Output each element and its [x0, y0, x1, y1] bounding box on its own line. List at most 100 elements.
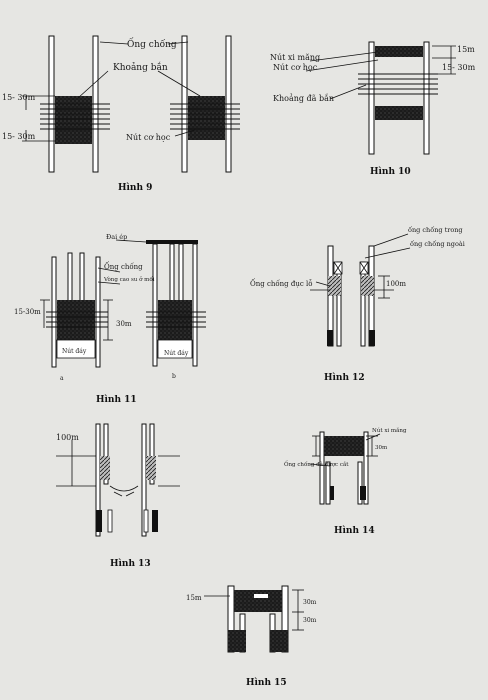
leader-lines	[40, 239, 147, 341]
figure-12: ống chống trong ống chống ngoài Ống chốn…	[250, 225, 465, 383]
leader-lines	[310, 233, 411, 299]
perforated-zone	[100, 456, 110, 480]
perforations	[40, 103, 110, 130]
casing-wall	[363, 431, 369, 505]
label-nut-co-hoc: Nút cơ học	[126, 133, 171, 142]
leader-lines	[22, 41, 201, 142]
label-dim-right: 30m	[116, 320, 132, 328]
figure-15: 15m 30m 30m Hình 15	[186, 585, 317, 688]
tubing	[79, 252, 85, 304]
label-sub-a: a	[60, 375, 64, 382]
caption-hinh-12: Hình 12	[324, 372, 365, 383]
cut-casing	[325, 461, 331, 505]
label-ong-chong: Ống chống	[104, 261, 143, 271]
cement-shoe	[327, 330, 333, 346]
cement-shoe	[360, 486, 366, 500]
figure-9: Ống chống Khoảng bắn 15- 30m 15- 30m Nút…	[2, 35, 240, 193]
figure-11: Đai ép Ống chống Vòng cao su ở mối 15-30…	[14, 233, 206, 405]
label-dim: 100m	[56, 433, 79, 442]
label-ong-chong-ngoai: ống chống ngoài	[410, 239, 465, 248]
label-nut-day-a: Nút đáy	[62, 348, 87, 355]
tubing	[67, 252, 73, 304]
cement-shoe	[152, 510, 158, 532]
inner-casing	[336, 261, 342, 347]
label-nut-xi-mang: Nút xi măng	[270, 53, 320, 62]
label-ong-chong-da-duoc-cat: Ống chống đã được cắt	[284, 460, 349, 468]
cut-casing	[357, 461, 363, 505]
leader-lines	[309, 433, 381, 467]
label-dim-left: 15m	[186, 594, 202, 602]
label-vong-chan: Vòng cao su ở mối	[103, 276, 155, 283]
perforations	[146, 311, 206, 328]
cement-shoe	[228, 630, 246, 652]
tubing	[169, 243, 175, 305]
cement-shoe	[270, 630, 288, 652]
caption-hinh-11: Hình 11	[96, 394, 137, 405]
plug-marker	[254, 594, 268, 598]
cement-shoe	[369, 330, 375, 346]
caption-hinh-14: Hình 14	[334, 525, 375, 536]
casing-wall	[192, 243, 198, 367]
label-ong-chong-duc-lo: Ống chống đục lỗ	[250, 278, 313, 288]
perforated-zone	[361, 276, 374, 296]
cement-plug	[324, 436, 364, 456]
label-nut-co-hoc: Nút cơ học	[273, 63, 318, 72]
cement-plug	[188, 96, 225, 140]
label-dim: 100m	[386, 280, 406, 288]
inner-casing	[143, 509, 149, 533]
inner-casing	[103, 423, 109, 485]
cement-plug	[375, 46, 423, 57]
label-dim-bottom: 15- 30m	[2, 132, 36, 141]
label-sub-b: b	[172, 373, 176, 380]
perforated-zone	[146, 456, 156, 480]
leader-lines	[305, 45, 456, 100]
leader-lines	[56, 440, 180, 497]
cement-shoe	[330, 486, 334, 500]
label-dim-right-bottom: 30m	[303, 617, 317, 624]
casing-wall	[368, 41, 375, 155]
label-dai-ep: Đai ép	[106, 233, 127, 241]
cement-plug	[57, 300, 95, 340]
casing-wall	[423, 41, 430, 155]
figure-10: Nút xi măng Nút cơ học Khoảng đã bắn 15m…	[270, 41, 476, 177]
packer	[359, 261, 369, 275]
cement-plug	[375, 106, 423, 120]
tubing	[178, 243, 184, 305]
bottom-plug	[157, 339, 193, 359]
label-dim-15m: 15m	[457, 45, 475, 54]
caption-hinh-10: Hình 10	[370, 166, 411, 177]
figure-13: 100m Hình 13	[56, 423, 180, 569]
label-nut-day-b: Nút đáy	[164, 350, 189, 357]
inner-casing	[360, 261, 366, 347]
casing-wall	[152, 243, 158, 367]
cement-shoe	[96, 510, 102, 532]
perforations	[46, 311, 108, 328]
perforated-zone	[328, 276, 341, 296]
label-nut-xi-mang: Nút xi măng	[372, 427, 407, 434]
cement-plug	[234, 590, 282, 612]
packer	[333, 261, 343, 275]
leader-lines	[204, 589, 304, 631]
cement-plug	[55, 96, 92, 144]
label-dim: 30m	[375, 445, 388, 451]
perforations	[170, 103, 240, 130]
label-dim-left: 15-30m	[14, 308, 41, 316]
casing-wall	[319, 431, 325, 505]
label-dim-15-30m: 15- 30m	[442, 63, 476, 72]
label-dim-top: 15- 30m	[2, 93, 36, 102]
perforations	[358, 73, 438, 95]
cement-plug	[158, 300, 192, 340]
caption-hinh-13: Hình 13	[110, 558, 151, 569]
label-ong-chong: Ống chống	[127, 37, 177, 50]
label-khoang-ban: Khoảng bắn	[113, 61, 168, 73]
label-ong-chong-trong: ống chống trong	[408, 225, 463, 234]
clamp-plate	[146, 240, 198, 244]
figure-14: Nút xi măng 30m Ống chống đã được cắt Hì…	[284, 427, 407, 536]
label-dim-right-top: 30m	[303, 599, 317, 606]
caption-hinh-15: Hình 15	[246, 677, 287, 688]
bottom-plug	[56, 339, 96, 359]
label-khoang-da-ban: Khoảng đã bắn	[273, 94, 334, 103]
inner-casing	[107, 509, 113, 533]
